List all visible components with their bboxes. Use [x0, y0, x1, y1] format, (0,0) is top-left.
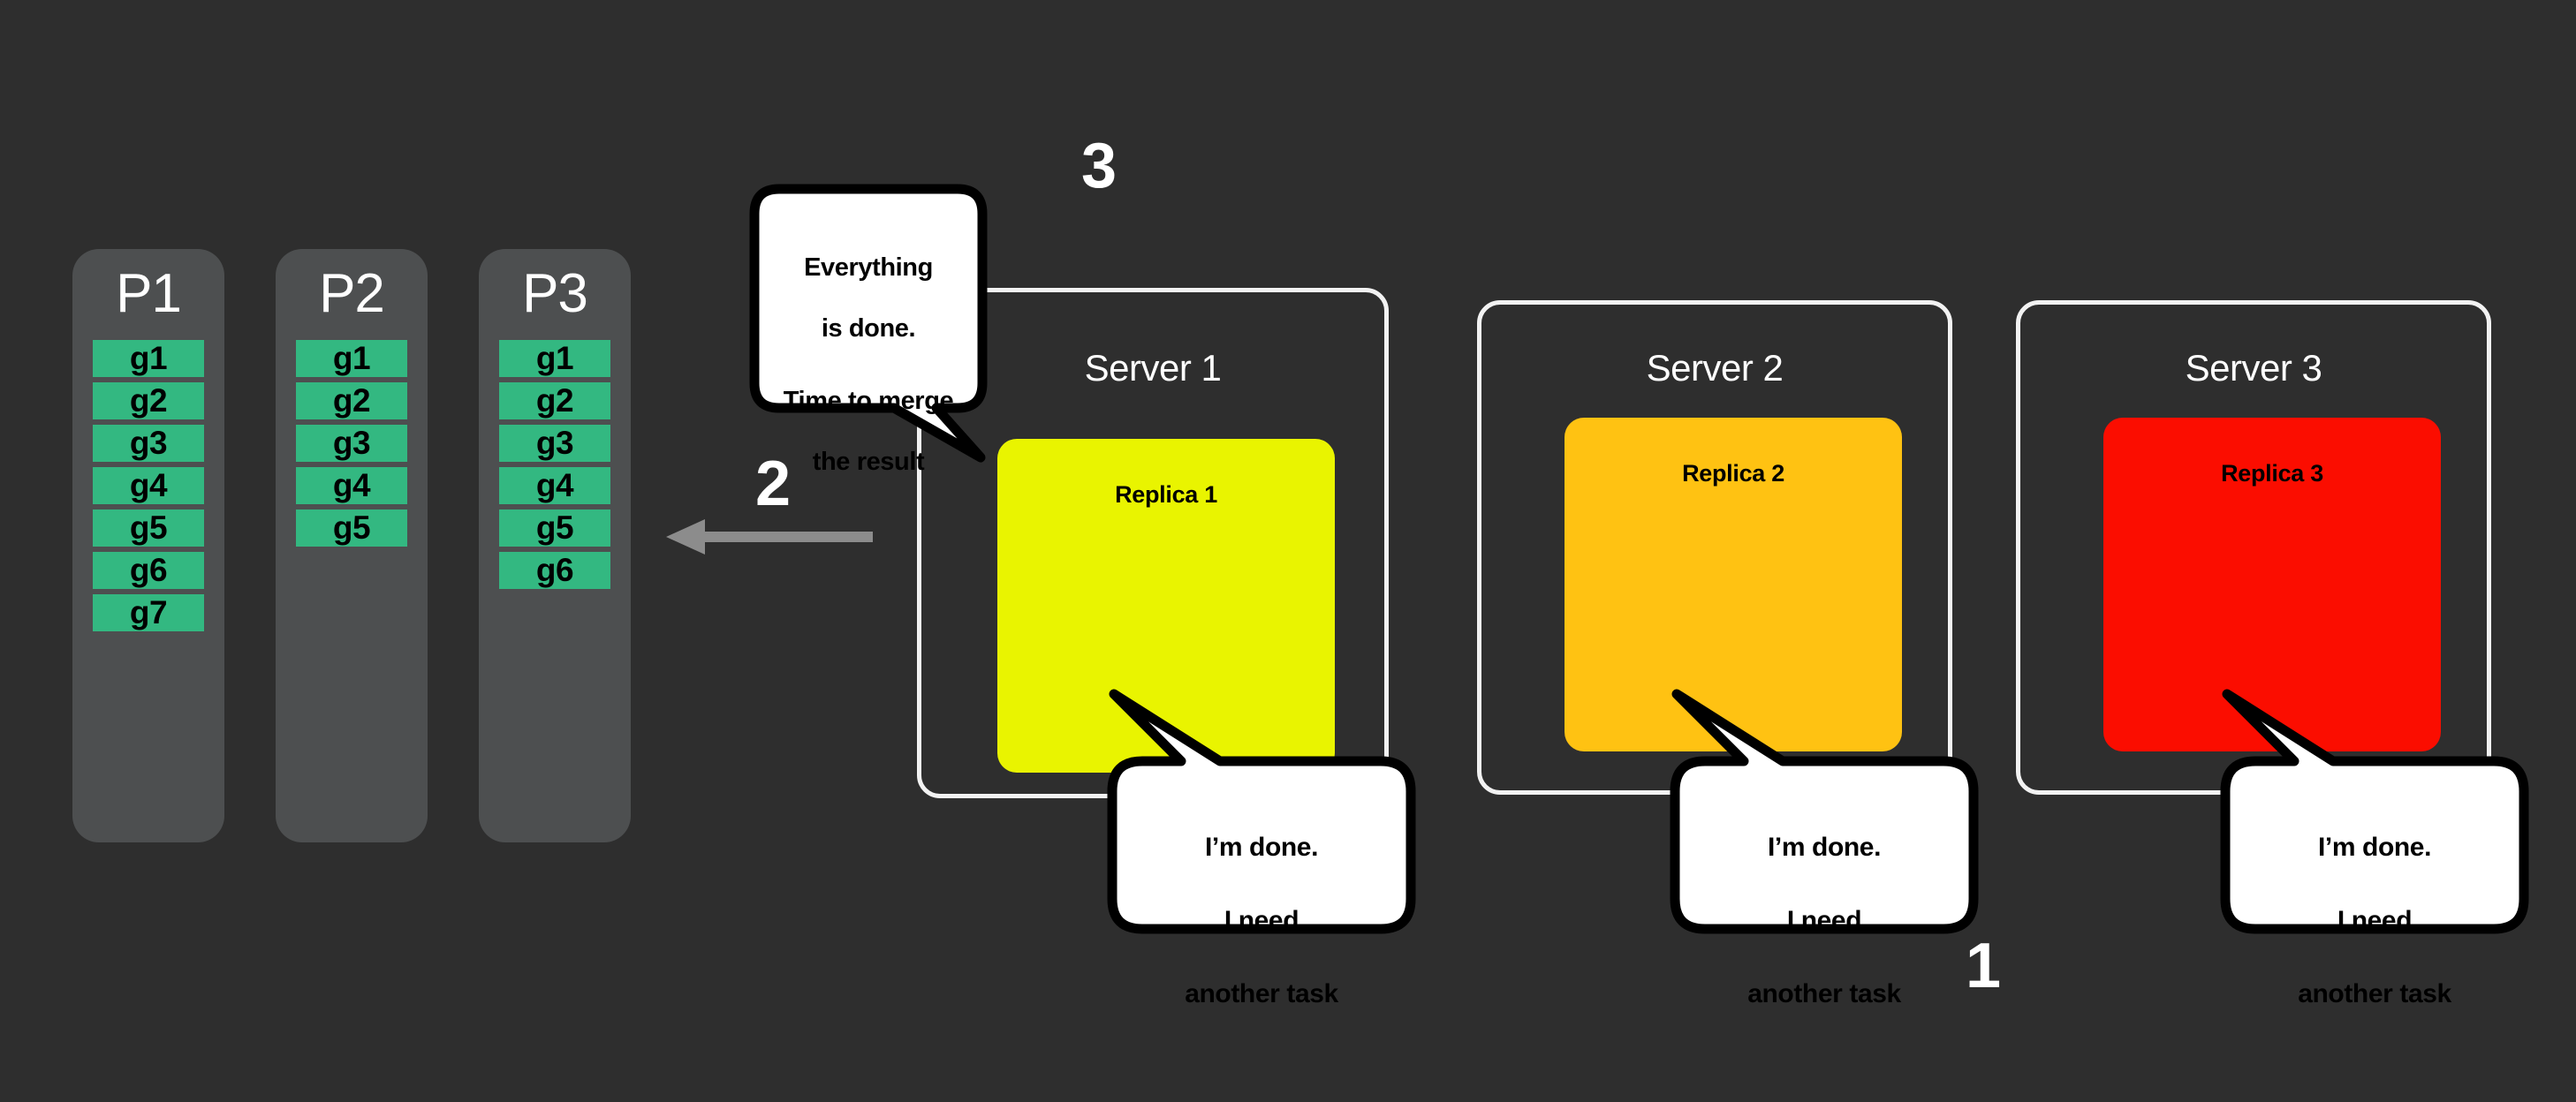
done-line-2: I need: [2337, 906, 2413, 936]
partition-title: P2: [319, 263, 385, 324]
chunk-item: g3: [93, 425, 204, 463]
chunk-item: g2: [93, 382, 204, 420]
partition-p1: P1 g1 g2 g3 g4 g5 g6 g7: [72, 249, 224, 842]
speech-bubble-done-3-text: I’m done. I need another task: [2234, 793, 2515, 1012]
speech-bubble-shape: [1107, 689, 1416, 934]
speech-bubble-shape: [1670, 689, 1979, 934]
chunk-item: g4: [499, 467, 610, 505]
arrow-left-icon: [666, 519, 873, 555]
replica-label: Replica 2: [1682, 460, 1784, 487]
partition-title: P1: [116, 263, 182, 324]
chunk-item: g5: [499, 509, 610, 547]
done-line-2: I need: [1786, 906, 1862, 936]
merge-line-1: Everything: [804, 253, 933, 283]
speech-bubble-shape: [2220, 689, 2529, 934]
chunk-item: g3: [296, 425, 407, 463]
chunk-list: g1 g2 g3 g4 g5: [276, 340, 428, 547]
done-line-2: I need: [1224, 906, 1299, 936]
replica-box-2: Replica 2: [1565, 418, 1902, 751]
chunk-item: g1: [296, 340, 407, 378]
merge-line-3: Time to merge: [783, 387, 954, 416]
speech-bubble-done-1: I’m done. I need another task: [1107, 689, 1416, 1008]
server-box-1: Server 1 Replica 1: [917, 288, 1389, 798]
chunk-item: g1: [499, 340, 610, 378]
replica-label: Replica 3: [2221, 460, 2323, 487]
replica-box-3: Replica 3: [2103, 418, 2441, 751]
text-gap: [769, 343, 968, 356]
chunk-item: g4: [296, 467, 407, 505]
server-title: Server 3: [2185, 347, 2322, 389]
chunk-item: g1: [93, 340, 204, 378]
chunk-item: g7: [93, 594, 204, 632]
replica-box-1: Replica 1: [997, 439, 1335, 773]
done-line-3: another task: [2298, 978, 2451, 1008]
chunk-list: g1 g2 g3 g4 g5 g6 g7: [72, 340, 224, 632]
done-line-3: another task: [1185, 978, 1338, 1008]
partition-title: P3: [522, 263, 588, 324]
chunk-item: g6: [93, 552, 204, 590]
step-label-1: 1: [1966, 931, 2001, 1001]
chunk-item: g6: [499, 552, 610, 590]
chunk-item: g2: [296, 382, 407, 420]
partition-group: P1 g1 g2 g3 g4 g5 g6 g7 P2 g1 g2 g3 g4 g…: [72, 249, 631, 842]
chunk-item: g2: [499, 382, 610, 420]
speech-bubble-done-2: I’m done. I need another task: [1670, 689, 1979, 1008]
done-line-1: I’m done.: [1204, 833, 1319, 863]
done-line-1: I’m done.: [2317, 833, 2432, 863]
replica-label: Replica 1: [1115, 481, 1217, 508]
chunk-item: g5: [93, 509, 204, 547]
server-title: Server 1: [1084, 347, 1222, 389]
speech-bubble-merge: Everything is done. Time to merge the re…: [749, 184, 988, 476]
merge-line-4: the result: [812, 447, 925, 476]
server-box-2: Server 2 Replica 2: [1477, 300, 1952, 795]
speech-bubble-done-3: I’m done. I need another task: [2220, 689, 2529, 1008]
done-line-3: another task: [1747, 978, 1901, 1008]
chunk-item: g4: [93, 467, 204, 505]
chunk-item: g3: [499, 425, 610, 463]
chunk-list: g1 g2 g3 g4 g5 g6: [479, 340, 631, 590]
chunk-item: g5: [296, 509, 407, 547]
done-line-1: I’m done.: [1767, 833, 1882, 863]
step-label-3: 3: [1081, 131, 1117, 201]
speech-bubble-shape: [749, 184, 988, 463]
speech-bubble-merge-text: Everything is done. Time to merge the re…: [769, 223, 968, 477]
speech-bubble-done-1-text: I’m done. I need another task: [1121, 793, 1402, 1012]
merge-line-2: is done.: [821, 313, 916, 343]
step-label-2: 2: [755, 449, 791, 519]
server-title: Server 2: [1646, 347, 1784, 389]
partition-p2: P2 g1 g2 g3 g4 g5: [276, 249, 428, 842]
speech-bubble-done-2-text: I’m done. I need another task: [1684, 793, 1965, 1012]
partition-p3: P3 g1 g2 g3 g4 g5 g6: [479, 249, 631, 842]
